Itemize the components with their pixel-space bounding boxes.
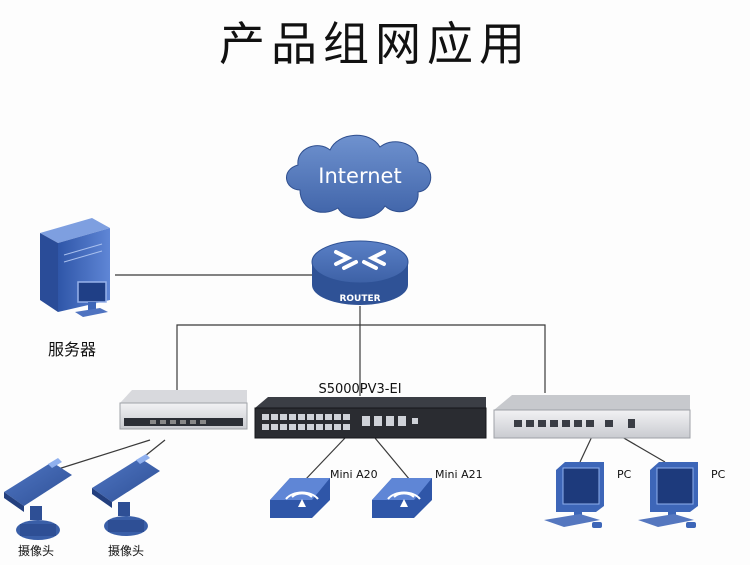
link-core-switch-ap1	[304, 437, 346, 481]
server-icon	[40, 218, 110, 317]
access-point-a20-label: Mini A20	[330, 468, 378, 481]
internet-label: Internet	[318, 164, 401, 188]
camera2-icon	[92, 454, 160, 536]
camera1-icon	[4, 458, 72, 540]
left-switch-icon	[119, 390, 248, 430]
pc1-icon	[544, 462, 604, 528]
internet-cloud-icon	[286, 134, 432, 219]
link-router-left-switch	[176, 324, 360, 395]
access-point-a21-label: Mini A21	[435, 468, 483, 481]
server-label: 服务器	[48, 340, 96, 359]
link-left-switch-camera1	[54, 439, 151, 471]
router-icon	[311, 240, 409, 305]
right-switch-icon	[493, 395, 691, 439]
pc1-label: PC	[617, 468, 632, 481]
core-switch-icon	[254, 397, 487, 439]
core-switch-label: S5000PV3-EI	[318, 382, 401, 397]
access-point-a21-icon	[372, 478, 432, 518]
pc2-label: PC	[711, 468, 726, 481]
link-router-right-switch	[360, 324, 546, 393]
page-title: 产品组网应用	[219, 17, 531, 71]
router-label: ROUTER	[339, 294, 380, 304]
pc2-icon	[638, 462, 698, 528]
camera2-label: 摄像头	[108, 543, 144, 558]
connection-lines	[54, 274, 666, 481]
link-core-switch-ap2	[374, 437, 411, 481]
camera1-label: 摄像头	[18, 543, 54, 558]
access-point-a20-icon	[270, 478, 330, 518]
